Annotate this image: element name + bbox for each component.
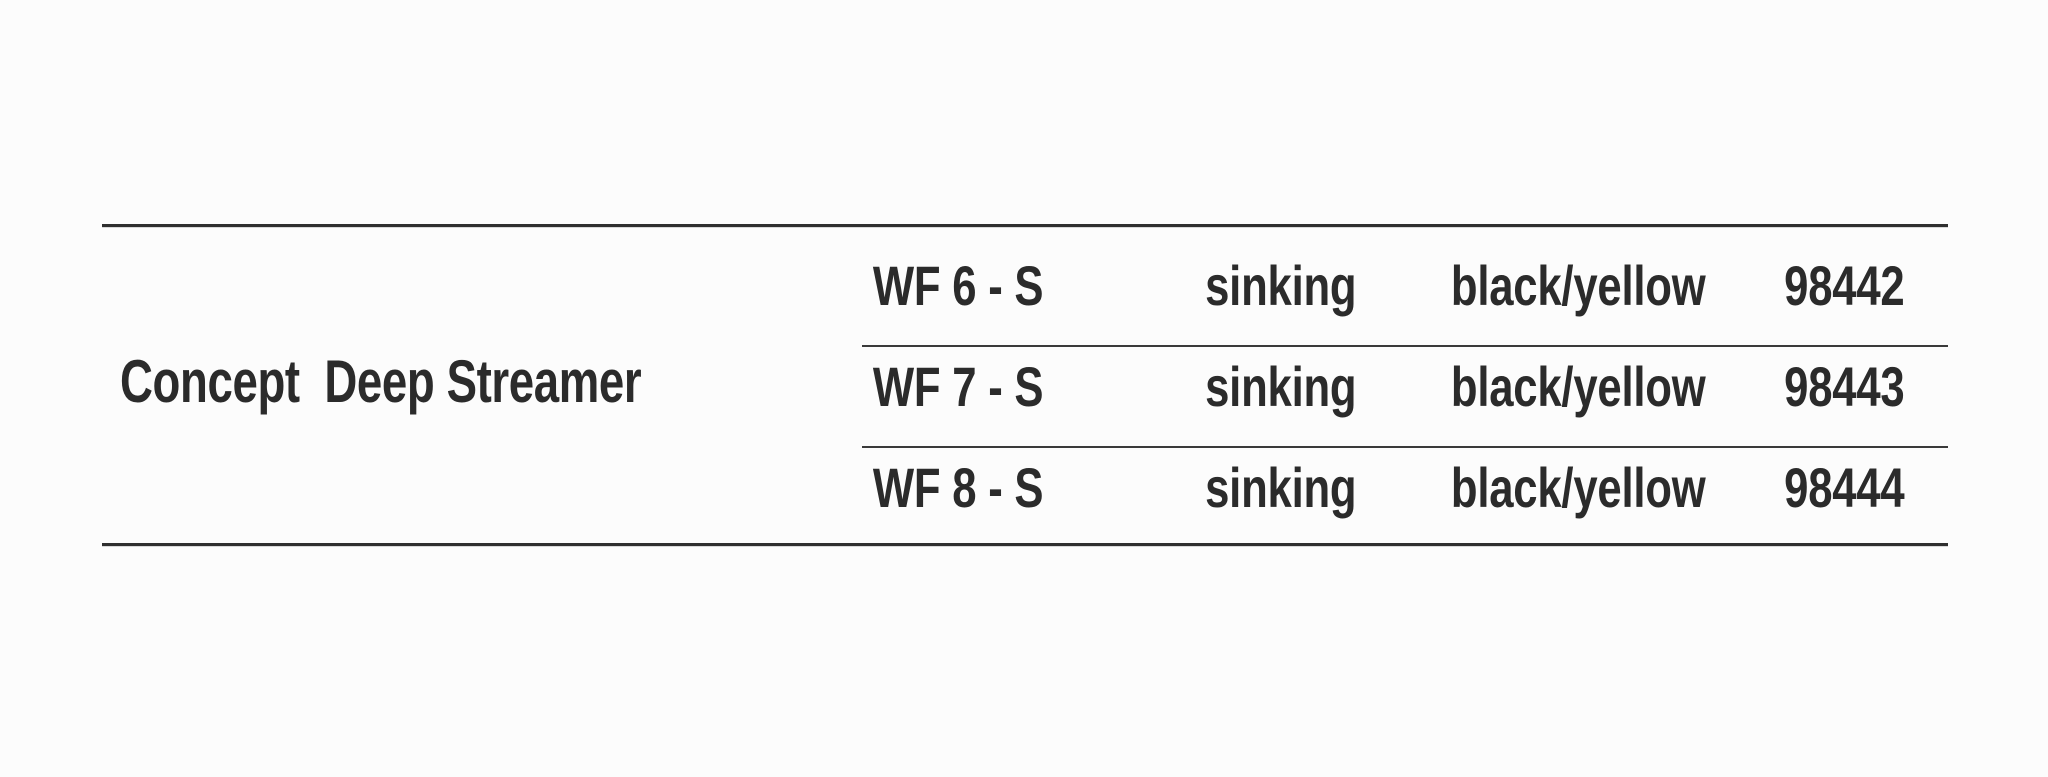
cell-type: sinking (1204, 355, 1357, 418)
row-separator-1 (862, 345, 1948, 347)
cell-code: 98442 (1784, 254, 1906, 317)
cell-code: 98443 (1784, 355, 1906, 418)
cell-color: black/yellow (1450, 456, 1706, 519)
cell-size: WF 6 - S (872, 254, 1044, 317)
table-bottom-rule (102, 543, 1948, 546)
table-row: WF 6 - S sinking black/yellow 98442 (862, 236, 1948, 336)
cell-color: black/yellow (1450, 254, 1706, 317)
table-row: WF 7 - S sinking black/yellow 98443 (862, 337, 1948, 437)
table-top-rule (102, 224, 1948, 227)
cell-color: black/yellow (1450, 355, 1706, 418)
cell-type: sinking (1204, 456, 1357, 519)
table-row: WF 8 - S sinking black/yellow 98444 (862, 438, 1948, 538)
cell-size: WF 7 - S (872, 355, 1044, 418)
cell-type: sinking (1204, 254, 1357, 317)
product-name: Concept Deep Streamer (120, 348, 642, 415)
row-separator-2 (862, 446, 1948, 448)
cell-size: WF 8 - S (872, 456, 1044, 519)
cell-code: 98444 (1784, 456, 1906, 519)
